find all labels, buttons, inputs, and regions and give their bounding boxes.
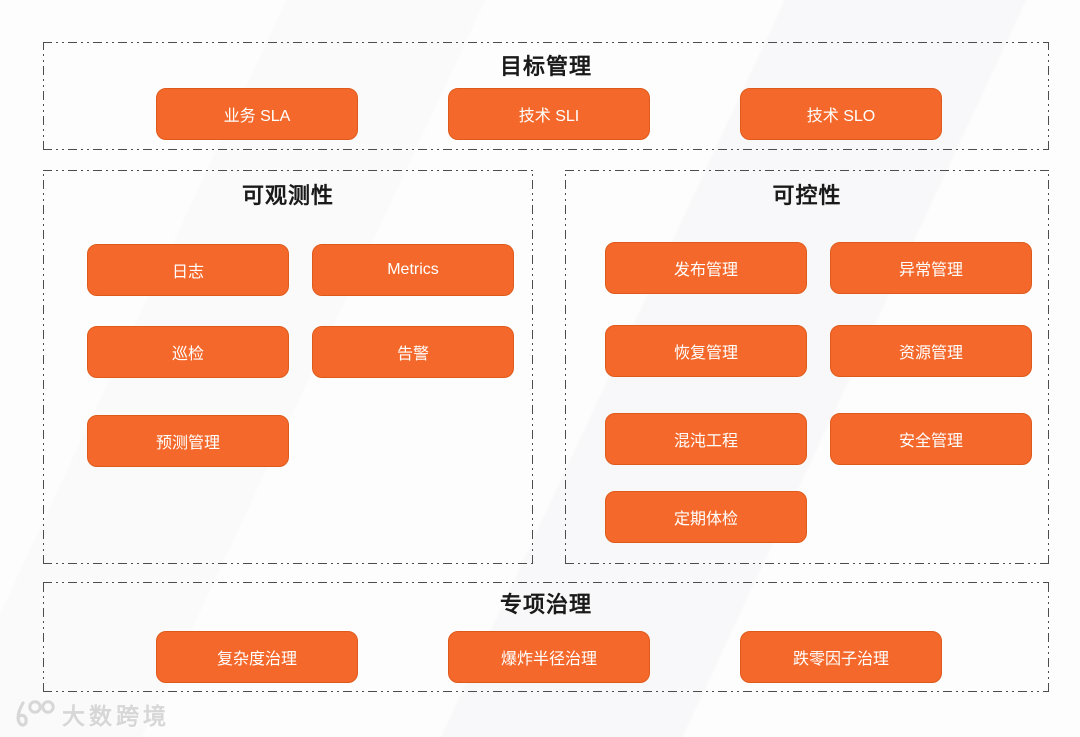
node-tech-sli: 技术 SLI	[448, 88, 650, 140]
watermark-text: 大数跨境	[62, 703, 170, 729]
node-logs: 日志	[87, 244, 289, 296]
node-prediction-management: 预测管理	[87, 415, 289, 467]
node-recovery-management: 恢复管理	[605, 325, 807, 377]
node-blast-radius-governance: 爆炸半径治理	[448, 631, 650, 683]
node-inspection: 巡检	[87, 326, 289, 378]
node-resource-management: 资源管理	[830, 325, 1032, 377]
controllability-title: 可控性	[772, 183, 842, 208]
node-security-management: 安全管理	[830, 413, 1032, 465]
controllability-content: 发布管理 异常管理 恢复管理 资源管理 混沌工程 安全管理 定期体检	[565, 242, 1049, 543]
watermark: 大数跨境	[10, 697, 170, 731]
observability-title: 可观测性	[241, 183, 334, 208]
node-zero-fall-factor-governance: 跌零因子治理	[740, 631, 942, 683]
special-governance-title: 专项治理	[499, 592, 592, 617]
brand-100-logo-icon	[10, 697, 56, 731]
panel-goal-management: 目标管理 业务 SLA 技术 SLI 技术 SLO	[43, 42, 1049, 150]
node-chaos-engineering: 混沌工程	[605, 413, 807, 465]
node-complexity-governance: 复杂度治理	[156, 631, 358, 683]
goal-management-title: 目标管理	[499, 54, 592, 79]
special-governance-row: 复杂度治理 爆炸半径治理 跌零因子治理	[43, 631, 1049, 683]
node-tech-slo: 技术 SLO	[740, 88, 942, 140]
node-periodic-health-check: 定期体检	[605, 491, 807, 543]
panel-special-governance: 专项治理 复杂度治理 爆炸半径治理 跌零因子治理	[43, 582, 1049, 692]
node-alerting: 告警	[312, 326, 514, 378]
node-release-management: 发布管理	[605, 242, 807, 294]
panel-observability: 可观测性 日志 Metrics 巡检 告警 预测管理	[43, 170, 533, 564]
node-exception-management: 异常管理	[830, 242, 1032, 294]
node-business-sla: 业务 SLA	[156, 88, 358, 140]
panel-controllability: 可控性 发布管理 异常管理 恢复管理 资源管理 混沌工程 安全管理 定期体检	[565, 170, 1049, 564]
node-metrics: Metrics	[312, 244, 514, 296]
observability-content: 日志 Metrics 巡检 告警 预测管理	[43, 244, 533, 467]
goal-management-row: 业务 SLA 技术 SLI 技术 SLO	[43, 88, 1049, 140]
